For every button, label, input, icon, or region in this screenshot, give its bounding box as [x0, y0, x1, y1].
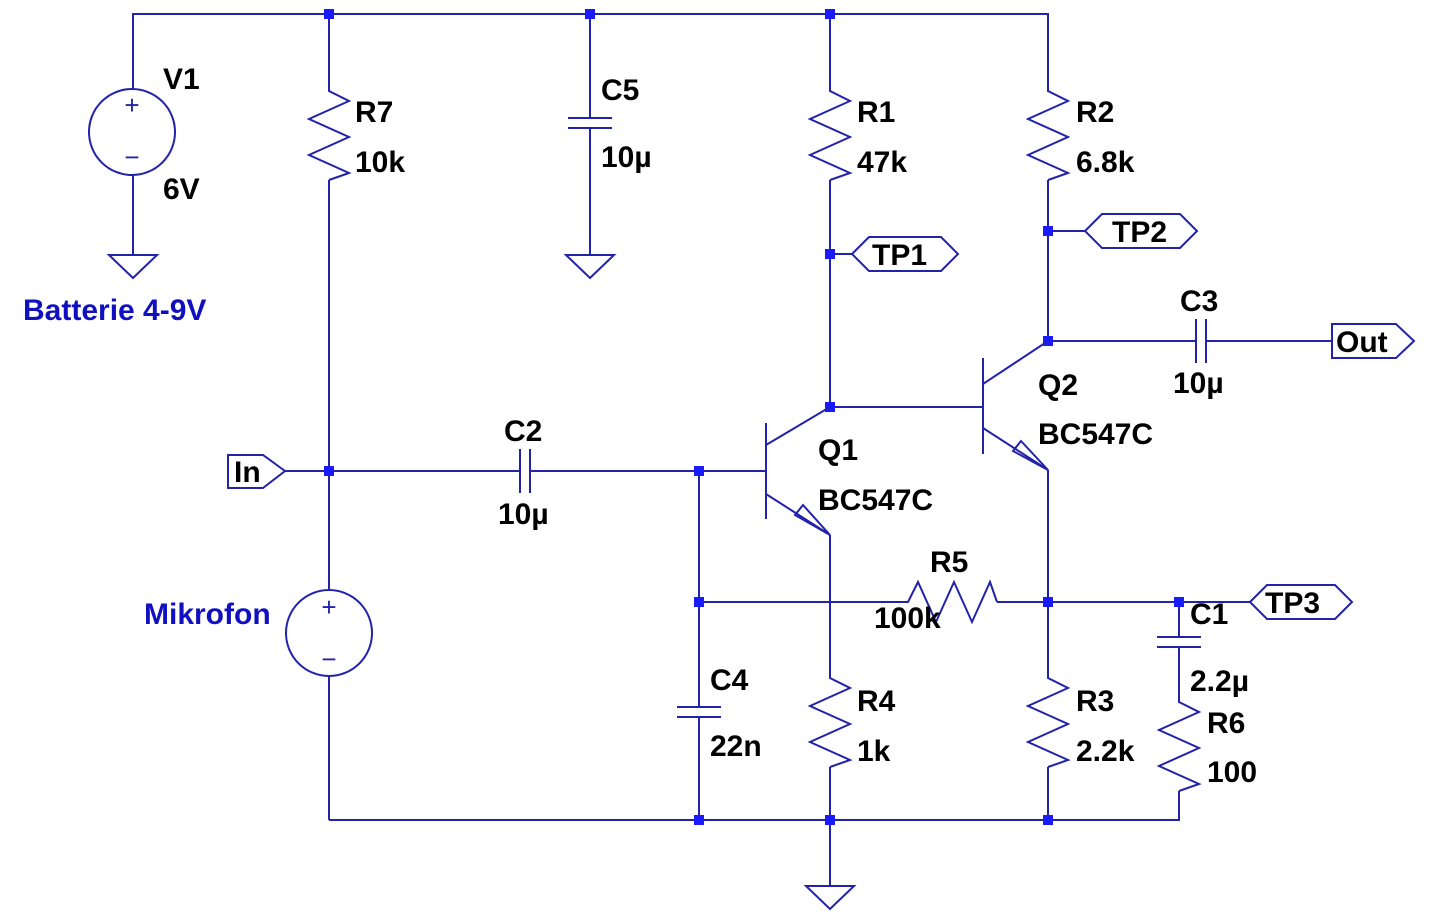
battery-comment: Batterie 4-9V: [23, 294, 206, 327]
v1-name-label: V1: [163, 63, 200, 96]
c1-name-label: C1: [1190, 598, 1228, 631]
ground-symbol-c5: [563, 254, 617, 280]
junction-dot: [585, 9, 595, 19]
resistor-r3[interactable]: [1025, 672, 1071, 768]
ground-symbol-v1: [106, 254, 160, 280]
port-in-label: In: [234, 456, 261, 489]
port-tp1-label: TP1: [872, 239, 927, 272]
capacitor-c3[interactable]: [1195, 319, 1207, 363]
port-tp3[interactable]: TP3: [1248, 584, 1354, 620]
r2-value-label: 6.8k: [1076, 146, 1135, 179]
c5-value-label: 10µ: [601, 141, 652, 174]
capacitor-c5[interactable]: [568, 117, 612, 129]
v1-value-label: 6V: [163, 173, 200, 206]
r6-name-label: R6: [1207, 707, 1245, 740]
wires: [132, 13, 1332, 886]
r1-value-label: 47k: [857, 146, 907, 179]
v1-plus-sign: +: [124, 90, 139, 120]
r7-name-label: R7: [355, 96, 393, 129]
junction-dot: [694, 466, 704, 476]
c3-value-label: 10µ: [1173, 367, 1224, 400]
transistor-q2[interactable]: [982, 340, 1049, 471]
r3-name-label: R3: [1076, 685, 1114, 718]
r1-name-label: R1: [857, 96, 895, 129]
c4-value-label: 22n: [710, 730, 762, 763]
port-tp1[interactable]: TP1: [850, 236, 960, 272]
r5-value-label: 100k: [874, 602, 941, 635]
battery-source-v1[interactable]: + −: [88, 88, 176, 176]
resistor-r7[interactable]: [306, 85, 352, 181]
junction-dot: [825, 815, 835, 825]
port-tp2-label: TP2: [1112, 216, 1167, 249]
mic-plus-sign: +: [321, 592, 336, 622]
q2-value-label: BC547C: [1038, 418, 1153, 451]
junction-dot: [324, 466, 334, 476]
q1-value-label: BC547C: [818, 484, 933, 517]
capacitor-c2[interactable]: [519, 449, 531, 493]
resistor-r5[interactable]: [902, 579, 998, 625]
r3-value-label: 2.2k: [1076, 735, 1135, 768]
r6-value-label: 100: [1207, 756, 1257, 789]
capacitor-c1[interactable]: [1157, 636, 1201, 648]
junction-dot: [1043, 815, 1053, 825]
c3-name-label: C3: [1180, 285, 1218, 318]
c4-name-label: C4: [710, 664, 749, 697]
junction-dot: [825, 249, 835, 259]
r4-value-label: 1k: [857, 735, 891, 768]
q1-name-label: Q1: [818, 434, 858, 467]
microphone-source[interactable]: + −: [285, 589, 373, 677]
port-tp3-label: TP3: [1265, 587, 1320, 620]
microphone-comment: Mikrofon: [144, 598, 271, 631]
resistor-r2[interactable]: [1025, 85, 1071, 181]
transistor-q1[interactable]: [765, 406, 831, 536]
c1-value-label: 2.2µ: [1190, 665, 1249, 698]
c2-name-label: C2: [504, 415, 542, 448]
junction-dot: [1043, 226, 1053, 236]
mic-minus-sign: −: [321, 644, 336, 674]
junction-dot: [694, 597, 704, 607]
r4-name-label: R4: [857, 685, 896, 718]
wire-bottom-rail: [329, 791, 1180, 821]
r2-name-label: R2: [1076, 96, 1114, 129]
r5-name-label: R5: [930, 546, 968, 579]
q2-name-label: Q2: [1038, 369, 1078, 402]
resistor-r6[interactable]: [1156, 696, 1202, 792]
resistor-r1[interactable]: [807, 85, 853, 181]
junction-dot: [825, 9, 835, 19]
junction-dot: [1043, 597, 1053, 607]
c2-value-label: 10µ: [498, 498, 549, 531]
capacitor-c4[interactable]: [677, 706, 721, 718]
junction-dot: [694, 815, 704, 825]
c5-name-label: C5: [601, 74, 639, 107]
r7-value-label: 10k: [355, 146, 405, 179]
port-out-label: Out: [1336, 326, 1388, 359]
port-out[interactable]: Out: [1331, 323, 1416, 359]
resistor-r4[interactable]: [807, 672, 853, 768]
port-in[interactable]: In: [227, 454, 287, 489]
ground-symbol-main: [803, 885, 857, 911]
junction-dot: [1174, 597, 1184, 607]
port-tp2[interactable]: TP2: [1083, 213, 1199, 249]
junction-dot: [324, 9, 334, 19]
v1-minus-sign: −: [124, 142, 139, 172]
